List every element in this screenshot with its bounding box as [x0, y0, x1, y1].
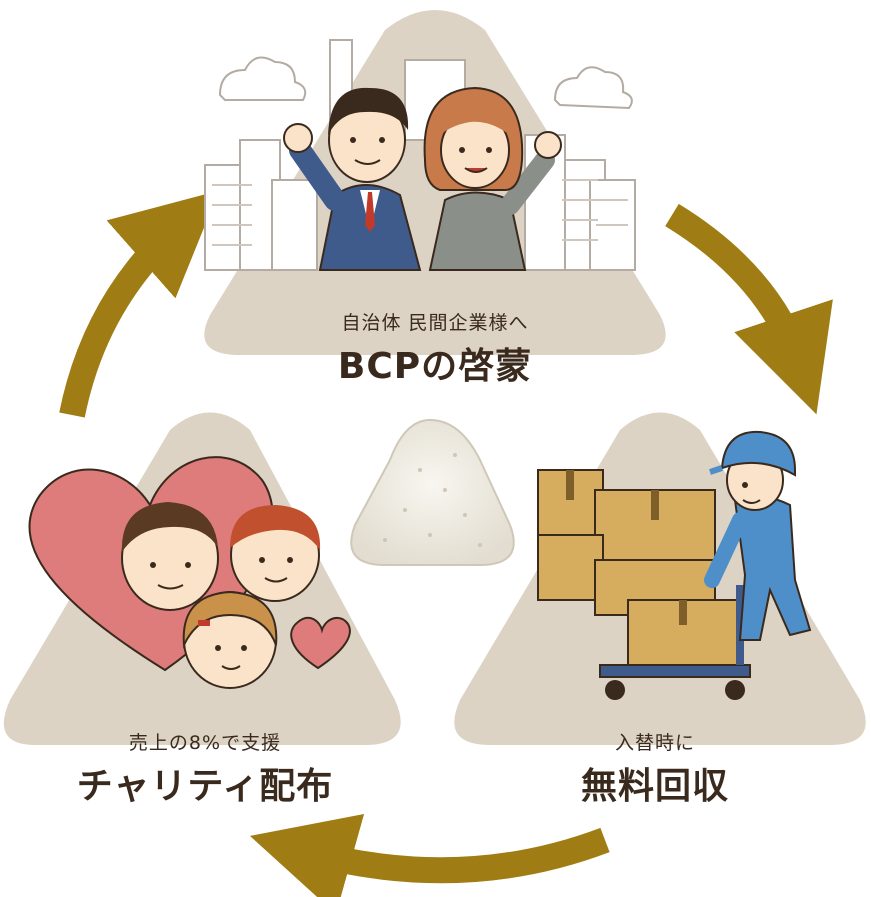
businesspeople-icon: [204, 39, 636, 271]
left-step-label: 売上の8%で支援 チャリティ配布: [20, 728, 390, 809]
arrow-right-to-left: [249, 814, 610, 897]
arrow-top-to-right: [665, 203, 833, 415]
arrow-left-to-top: [59, 190, 219, 418]
top-step-caption: 自治体 民間企業様へ: [341, 312, 529, 334]
left-step-heading: チャリティ配布: [76, 766, 334, 807]
left-step-caption: 売上の8%で支援: [128, 732, 282, 754]
onigiri-icon: [350, 418, 515, 566]
right-step-caption: 入替時に: [614, 732, 695, 754]
right-step-label: 入替時に 無料回収: [470, 728, 840, 809]
right-step-heading: 無料回収: [580, 766, 729, 807]
delivery-worker-icon: [537, 430, 812, 700]
top-step-label: 自治体 民間企業様へ BCPの啓蒙: [235, 308, 635, 389]
heart-family-icon: [28, 456, 351, 689]
top-step-heading: BCPの啓蒙: [337, 346, 533, 387]
